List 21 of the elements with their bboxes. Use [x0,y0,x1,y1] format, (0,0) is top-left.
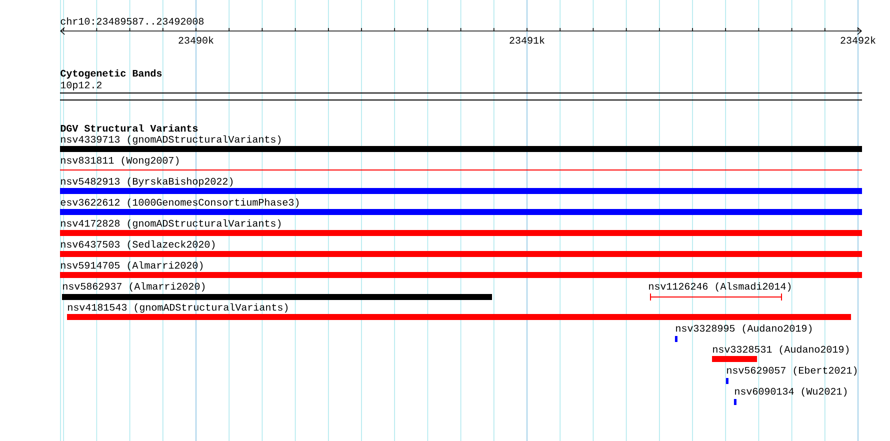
variant-feature: esv3622612 (1000GenomesConsortiumPhase3) [60,198,862,215]
track-title: Cytogenetic Bands [60,69,162,79]
variant-feature: nsv4172828 (gnomADStructuralVariants) [60,219,862,236]
tick-label: 23492k [840,36,876,44]
variant-feature: nsv4181543 (gnomADStructuralVariants) [67,303,852,320]
variant-feature: nsv3328995 (Audano2019) [674,324,812,342]
variant-feature: nsv3328531 (Audano2019) [712,345,849,362]
coordinate-label: chr10:23489587..23492008 [60,17,204,25]
variant-feature: nsv5862937 (Almarri2020) [62,282,492,300]
variant-feature: nsv5629057 (Ebert2021) [726,366,857,384]
variant-feature: nsv6437503 (Sedlazeck2020) [60,240,862,257]
track-title: DGV Structural Variants [60,124,198,132]
band-label: 10p12.2 [60,82,102,90]
variant-feature: nsv1126246 (Alsmadi2014) [649,282,791,301]
tick-label: 23491k [510,36,544,44]
variant-feature: nsv6090134 (Wu2021) [734,387,847,405]
variant-feature: nsv4339713 (gnomADStructuralVariants) [60,135,862,152]
tick-label: 23490k [178,36,214,44]
variant-feature: nsv831811 (Wong2007) [60,156,863,170]
variant-feature: nsv5482913 (ByrskaBishop2022) [60,177,862,194]
variant-feature: nsv5914705 (Almarri2020) [60,261,862,278]
